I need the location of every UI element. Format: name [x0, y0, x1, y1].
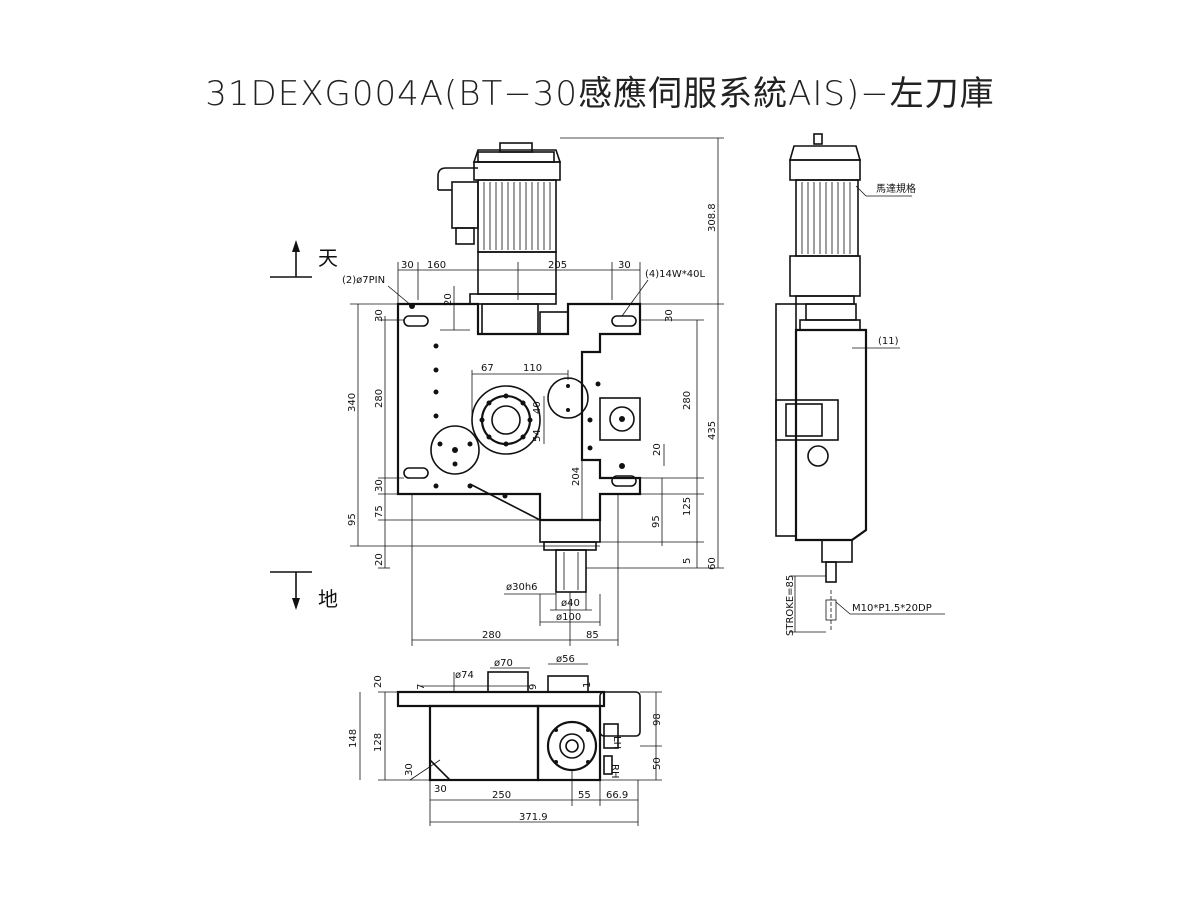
- dim-54: 54: [532, 429, 543, 442]
- dim-95-left: 95: [347, 513, 358, 526]
- dim-205: 205: [548, 260, 567, 271]
- side-view: (11) 馬達規格 STROKE=85 M10*P1.5*20DP: [775, 133, 945, 636]
- dim-30-upper-right: 30: [664, 309, 675, 322]
- dim-30-upper-left: 30: [374, 309, 385, 322]
- bottom-dim-7: 7: [416, 684, 427, 690]
- dim-280-left: 280: [374, 389, 385, 408]
- side-motor-body: [795, 179, 859, 257]
- rh-mark: RH: [609, 764, 620, 778]
- mounting-slot: [611, 315, 637, 327]
- bottom-top-flange: [396, 690, 606, 708]
- tap-note: M10*P1.5*20DP: [852, 603, 932, 614]
- bottom-sensor: [599, 691, 641, 737]
- down-label: 地: [318, 587, 338, 611]
- bottom-dim-1: 1: [582, 682, 593, 688]
- side-sensor: [775, 399, 839, 441]
- dim-40: 40: [532, 401, 543, 414]
- dim-308-8: 308.8: [707, 203, 718, 232]
- bottom-dim-66-9: 66.9: [606, 790, 628, 801]
- pin-callout: (2)ø7PIN: [342, 275, 385, 286]
- dim-11: (11): [878, 336, 899, 347]
- mounting-slot: [403, 315, 429, 327]
- bottom-dim-128: 128: [373, 733, 384, 752]
- front-dimensions: [350, 137, 724, 646]
- motor-fins: [483, 182, 551, 250]
- main-spindle-circle: [471, 385, 541, 455]
- dim-67: 67: [481, 363, 494, 374]
- down-direction-indicator: 地: [270, 571, 338, 611]
- bottom-dim-20: 20: [373, 675, 384, 688]
- front-view: 30 160 205 30 (2)ø7PIN (4)14W*40L 20 30 …: [342, 137, 724, 646]
- bottom-dim-phi56: ø56: [556, 654, 575, 665]
- sensor-box: [599, 397, 641, 441]
- dim-280-right: 280: [682, 391, 693, 410]
- output-shaft: [555, 549, 587, 593]
- bottom-view: 20 7 ø74 ø70 9 ø56 1 148 128 98 50 LH RH…: [348, 654, 663, 826]
- dim-30-left: 30: [401, 260, 414, 271]
- bottom-dim-55: 55: [578, 790, 591, 801]
- dim-110: 110: [523, 363, 542, 374]
- dim-160: 160: [427, 260, 446, 271]
- motor-connector: [451, 181, 479, 229]
- up-direction-indicator: 天: [270, 240, 338, 278]
- bottom-main-body: [428, 704, 540, 782]
- bottom-dim-30: 30: [434, 784, 447, 795]
- up-label: 天: [318, 246, 338, 270]
- slot-callout: (4)14W*40L: [645, 269, 706, 280]
- stroke-note: STROKE=85: [785, 575, 796, 636]
- dim-60: 60: [707, 557, 718, 570]
- dim-phi100: ø100: [556, 612, 581, 623]
- bottom-dim-9: 9: [528, 684, 539, 690]
- motor-top-cap: [477, 151, 555, 163]
- bottom-dim-371-9: 371.9: [519, 812, 548, 823]
- mounting-slot: [611, 475, 637, 487]
- dim-30-right: 30: [618, 260, 631, 271]
- drawing-title: 31DEXG004A(BT−30感應伺服系統AIS)−左刀庫: [205, 74, 995, 114]
- dim-5: 5: [682, 558, 693, 564]
- dim-204: 204: [571, 467, 582, 486]
- dim-435: 435: [707, 421, 718, 440]
- dim-phi40: ø40: [561, 598, 580, 609]
- cam-circle-lower: [430, 425, 480, 475]
- bottom-dim-30-left: 30: [404, 763, 415, 776]
- bottom-dim-148: 148: [348, 729, 359, 748]
- bottom-dim-50: 50: [652, 757, 663, 770]
- dim-85: 85: [586, 630, 599, 641]
- dim-20-top: 20: [443, 293, 454, 306]
- bottom-dim-phi70: ø70: [494, 658, 513, 669]
- dim-75: 75: [374, 505, 385, 518]
- side-motor-fins: [801, 182, 851, 254]
- dim-30-lower-left: 30: [374, 479, 385, 492]
- side-main-body: [794, 328, 868, 542]
- mounting-slot: [403, 467, 429, 479]
- dim-20-bottom-left: 20: [374, 553, 385, 566]
- dim-20-right: 20: [652, 443, 663, 456]
- dim-340: 340: [347, 393, 358, 412]
- dim-95-right: 95: [651, 515, 662, 528]
- motor-spec-note: 馬達規格: [876, 182, 916, 195]
- bottom-dim-phi74: ø74: [455, 670, 474, 681]
- dim-125: 125: [682, 497, 693, 516]
- dim-280-bottom: 280: [482, 630, 501, 641]
- bottom-dim-98: 98: [652, 713, 663, 726]
- bottom-dim-250: 250: [492, 790, 511, 801]
- side-knob: [807, 445, 829, 467]
- dim-phi30h6: ø30h6: [506, 582, 538, 593]
- lh-mark: LH: [611, 736, 622, 749]
